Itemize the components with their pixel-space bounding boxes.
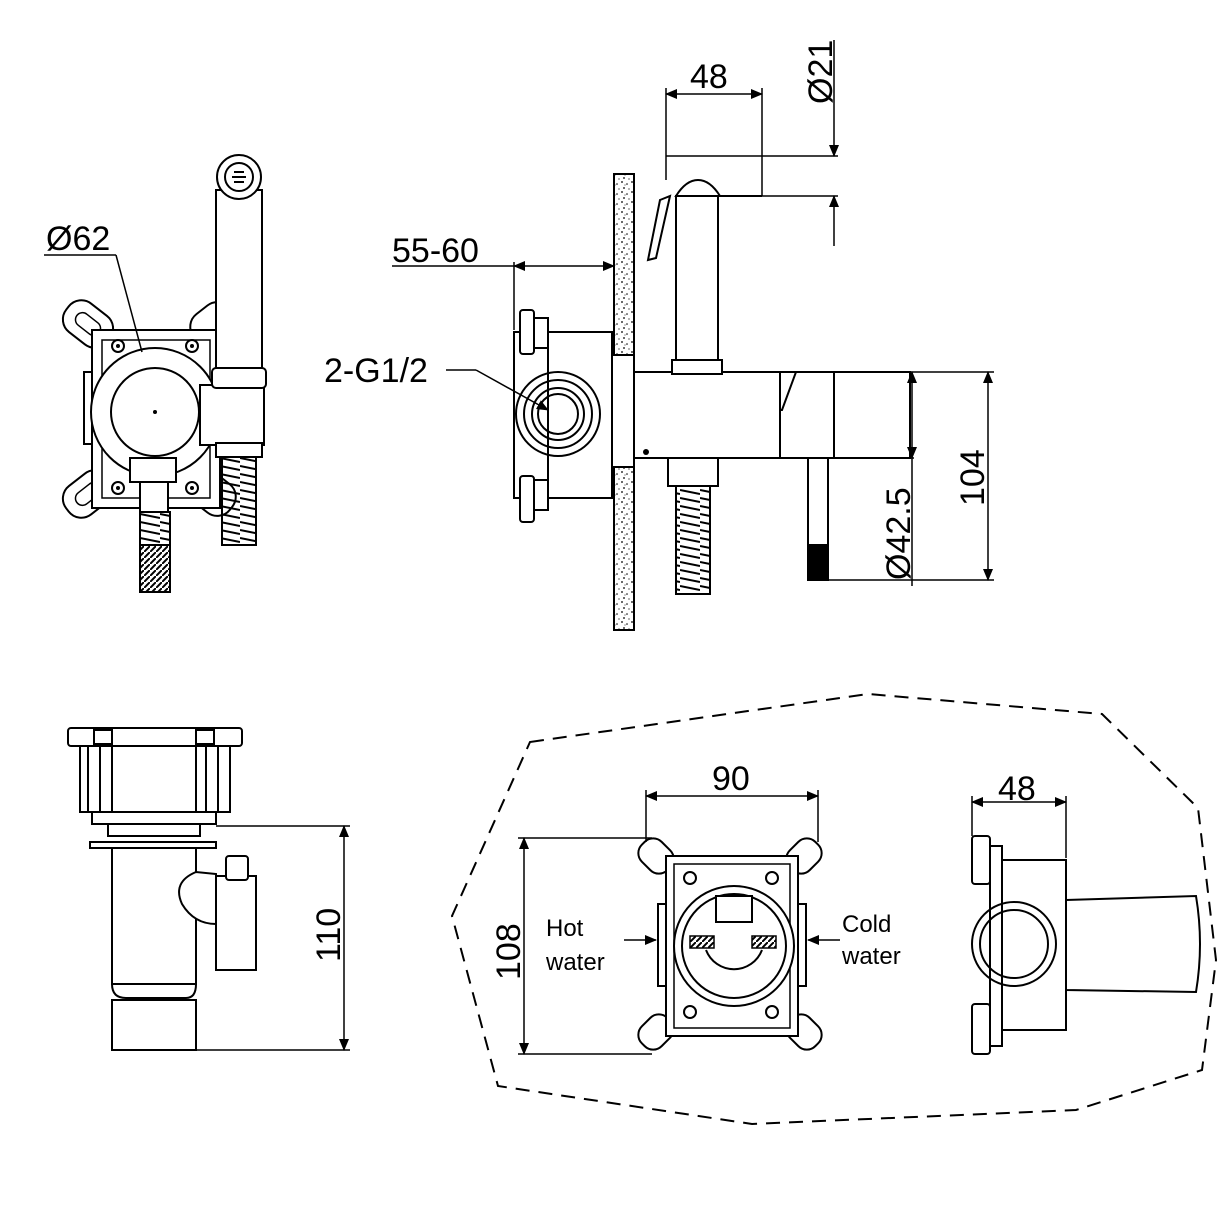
dim-dia62: Ø62: [46, 220, 110, 258]
dim-height-108: 108: [490, 923, 528, 980]
side-view: 55-60 2-G1/2 48 Ø21 104 Ø42.5: [324, 40, 994, 631]
dim-range-55-60: 55-60: [392, 232, 479, 270]
cold-water-label-2: water: [841, 943, 901, 970]
dim-width-48-bottom: 48: [998, 770, 1036, 808]
cold-water-label-1: Cold: [842, 911, 891, 938]
front-view: Ø62: [44, 154, 267, 593]
dim-width-90: 90: [712, 760, 750, 798]
dim-height-104: 104: [954, 449, 992, 506]
dim-width-48-top: 48: [690, 58, 728, 96]
hot-water-label-1: Hot: [546, 915, 584, 942]
dim-dia21: Ø21: [802, 40, 840, 104]
hot-water-label-2: water: [545, 949, 605, 976]
dim-dia42-5: Ø42.5: [880, 487, 918, 580]
dim-height-110: 110: [310, 908, 348, 962]
top-view: 110: [67, 727, 350, 1051]
install-box-view: Hot water Cold water 90 108 48: [450, 692, 1218, 1126]
dim-connection: 2-G1/2: [324, 352, 428, 390]
dashed-outline: [450, 692, 1218, 1126]
